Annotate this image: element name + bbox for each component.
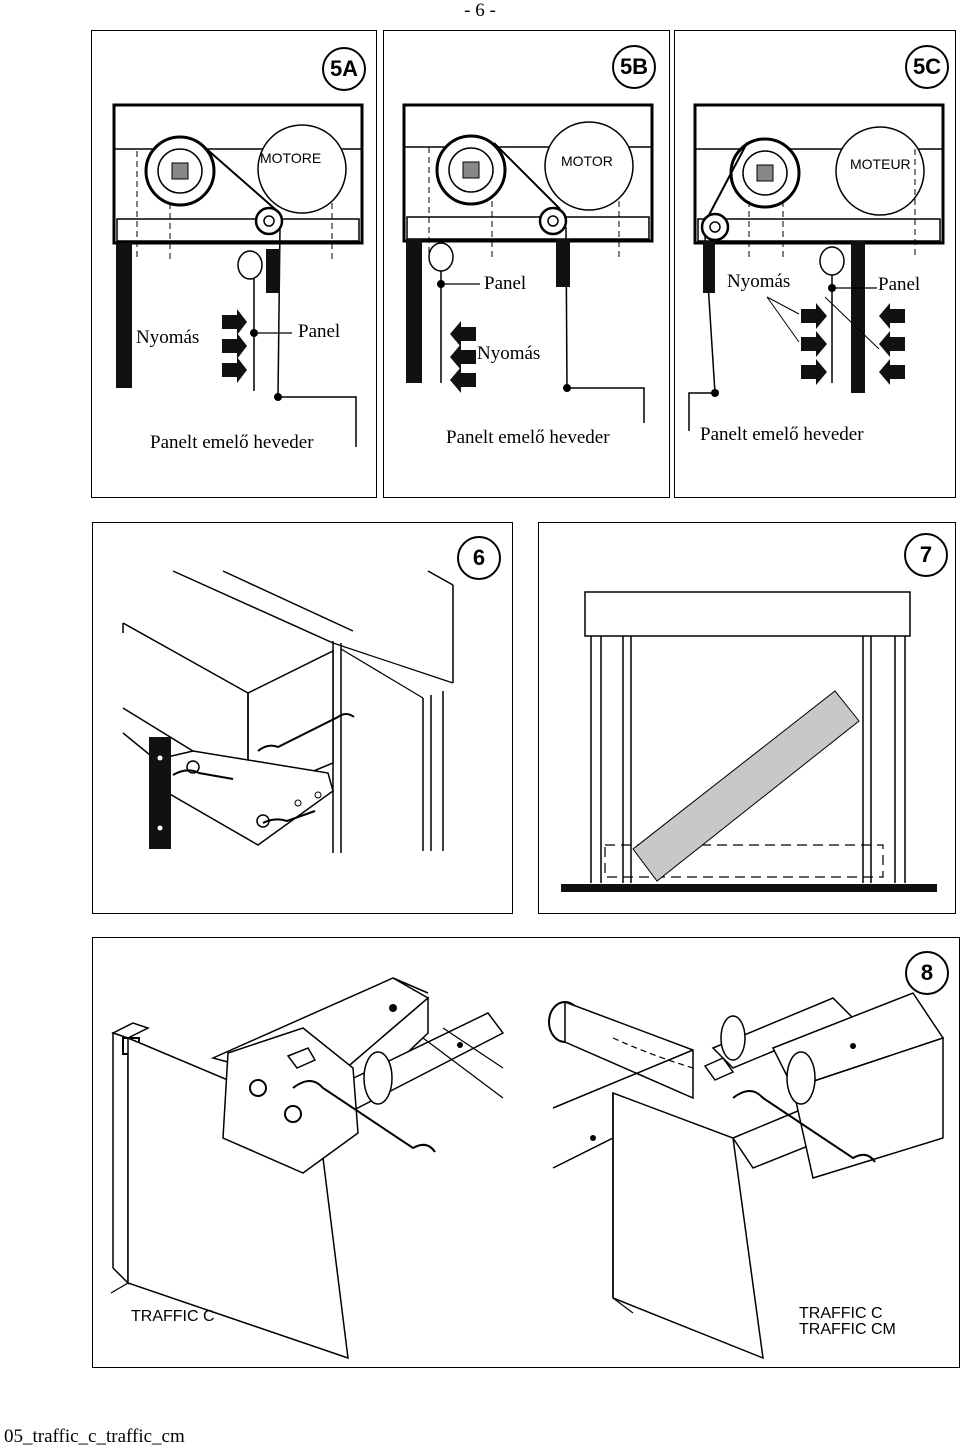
- motor-label: MOTEUR: [850, 156, 911, 172]
- figure-badge-6: 6: [457, 536, 501, 580]
- motor-diagram-5b: [402, 103, 654, 423]
- motor-diagram-5a: [112, 103, 364, 447]
- push-label: Nyomás: [477, 343, 541, 364]
- figure-8: 8 TRAFFIC C TRAFFIC C TRAFFIC CM: [92, 937, 960, 1368]
- figure-5b: 5B MOTOR Panel Nyomás Panelt emelő heved…: [383, 30, 670, 498]
- model-label-right-1: TRAFFIC C: [799, 1305, 883, 1322]
- motor-label: MOTOR: [561, 153, 613, 169]
- figure-badge-5c: 5C: [905, 45, 949, 89]
- document-footer: 05_traffic_c_traffic_cm: [4, 1426, 185, 1447]
- panel-label: Panel: [298, 321, 341, 342]
- strap-label: Panelt emelő heveder: [150, 432, 314, 453]
- curtain-clamp-illustration: [110, 977, 945, 1360]
- figure-badge-5b: 5B: [612, 45, 656, 89]
- figure-5c: 5C MOTEUR Nyomás Panel Panelt emelő heve…: [674, 30, 956, 498]
- push-label: Nyomás: [727, 271, 791, 292]
- figure-6: 6: [92, 522, 513, 914]
- figure-badge-8: 8: [905, 951, 949, 995]
- page-number: - 6 -: [464, 0, 496, 21]
- figure-badge-7: 7: [904, 533, 948, 577]
- model-label-right-2: TRAFFIC CM: [799, 1321, 896, 1338]
- figure-7: 7: [538, 522, 956, 914]
- figure-badge-5a: 5A: [322, 47, 366, 91]
- strap-label: Panelt emelő heveder: [446, 427, 610, 448]
- motor-label: MOTORE: [260, 150, 322, 166]
- panel-label: Panel: [484, 273, 527, 294]
- model-label-left: TRAFFIC C: [131, 1308, 215, 1325]
- bracket-mounting-illustration: [122, 570, 454, 853]
- strap-label: Panelt emelő heveder: [700, 424, 864, 445]
- door-frame-illustration: [561, 591, 937, 892]
- panel-label: Panel: [878, 274, 921, 295]
- motor-diagram-5c: [688, 103, 945, 431]
- figure-5a: 5A MOTORE Nyomás Panel Panelt emelő heve…: [91, 30, 377, 498]
- push-label: Nyomás: [136, 327, 200, 348]
